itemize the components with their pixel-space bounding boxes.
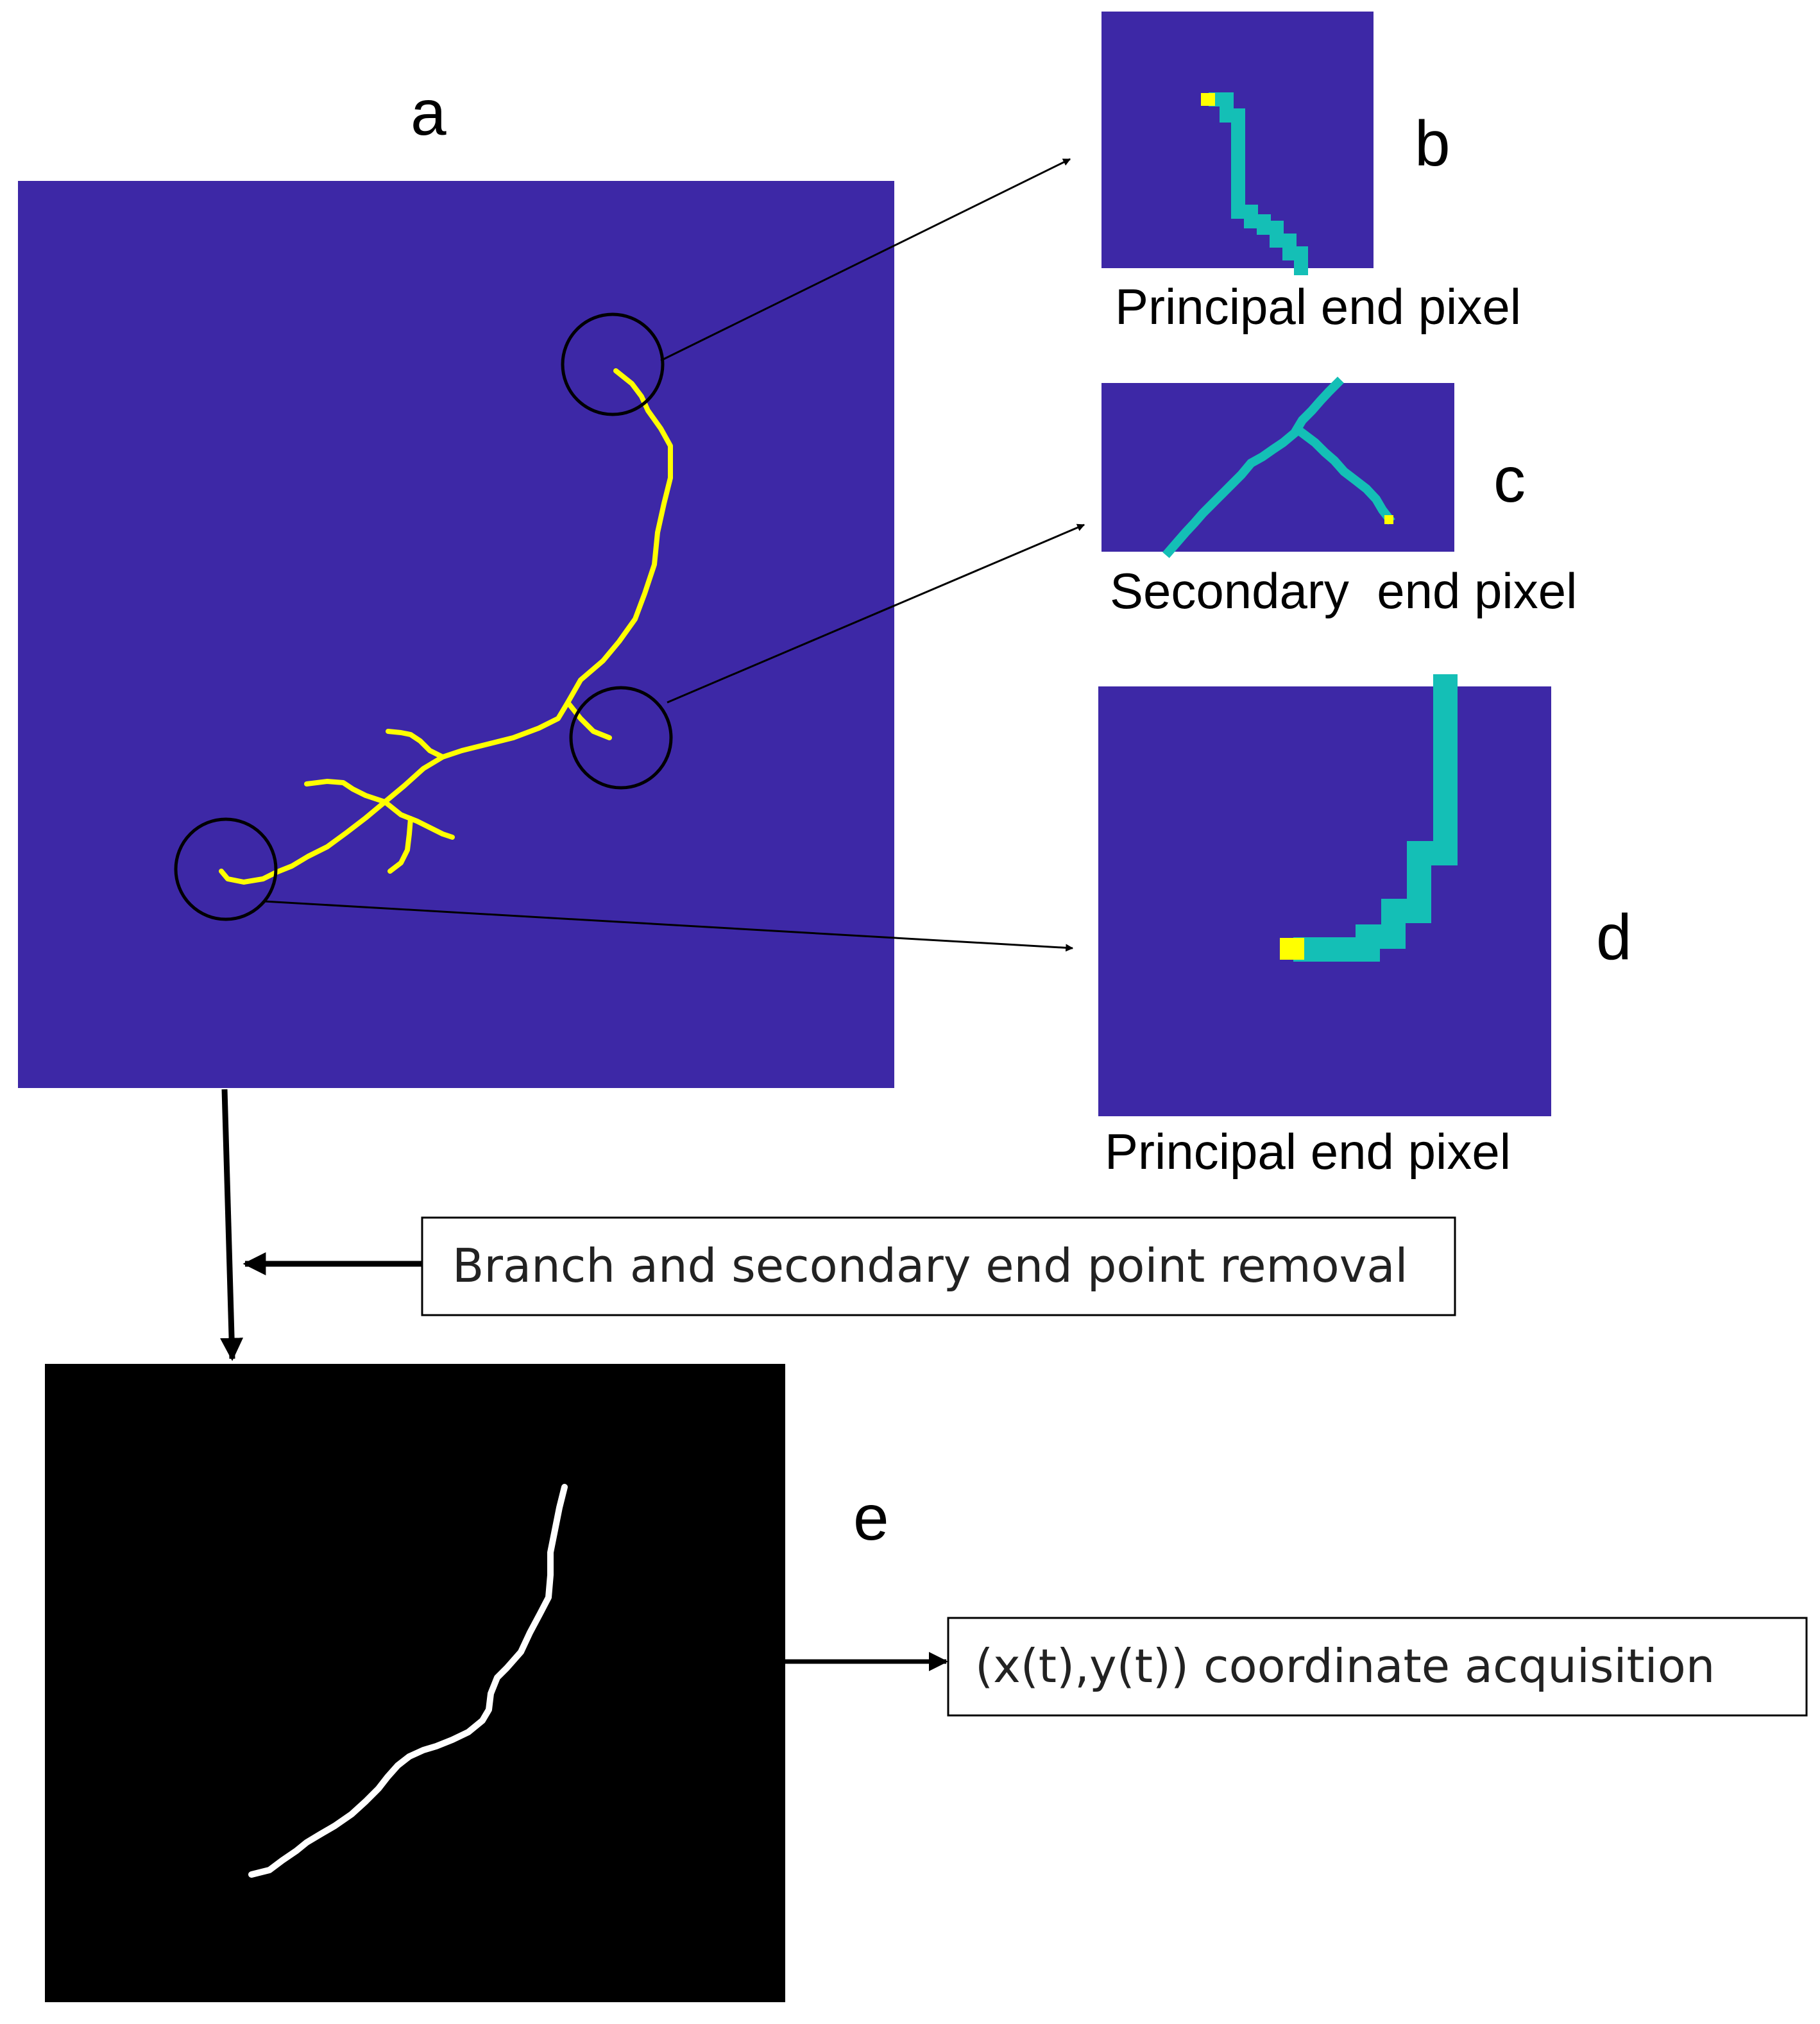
coordinate-step-frame xyxy=(947,1617,1808,1717)
panel-b-caption: Principal end pixel xyxy=(1115,278,1521,335)
skeleton-branch-lower-tail xyxy=(387,816,413,874)
removal-step-label: Branch and secondary end point removal xyxy=(452,1239,1408,1293)
panel-b-end-pixel xyxy=(1201,93,1215,106)
panel-d-background xyxy=(1098,686,1551,1116)
skeleton-branch-lower xyxy=(382,799,455,840)
coordinate-step-label: (x(t),y(t)) coordinate acquisition xyxy=(975,1639,1715,1693)
arrow-to-panel-d xyxy=(264,900,1074,952)
arrow-to-panel-b xyxy=(660,158,1071,362)
panel-a-letter: a xyxy=(411,77,446,149)
panel-c-caption: Secondary end pixel xyxy=(1110,563,1577,619)
skeleton-branch-upper xyxy=(386,729,445,760)
circle-principal-end-top xyxy=(561,312,665,416)
panel-d-skeleton xyxy=(1293,674,1458,962)
panel-b-letter: b xyxy=(1415,108,1450,180)
circle-secondary-end xyxy=(569,686,673,790)
panel-b-skeleton xyxy=(1209,92,1308,275)
panel-c-end-pixel xyxy=(1384,515,1393,524)
panel-e-letter: e xyxy=(853,1482,889,1554)
panel-c-letter: c xyxy=(1493,444,1526,516)
panel-c-skeleton-diagonal xyxy=(1162,377,1344,558)
panel-b-zoom xyxy=(1101,12,1374,275)
panel-e-background xyxy=(45,1364,785,2002)
skeleton-branch-secondary xyxy=(565,700,612,740)
coordinate-step-box: (x(t),y(t)) coordinate acquisition xyxy=(947,1617,1808,1717)
removal-step-box: Branch and secondary end point removal xyxy=(421,1216,1456,1316)
panel-a-background xyxy=(18,181,894,1088)
panel-d-end-pixel xyxy=(1280,938,1304,960)
skeleton-main-path xyxy=(219,368,673,885)
panel-d-caption: Principal end pixel xyxy=(1105,1123,1511,1180)
panel-c-skeleton-branch xyxy=(1296,427,1395,525)
removal-step-frame xyxy=(421,1216,1456,1316)
circle-principal-end-bottom xyxy=(174,817,278,921)
arrow-a-to-e xyxy=(220,1089,244,1361)
panel-d-letter: d xyxy=(1596,901,1632,973)
panel-e-curve xyxy=(248,1484,568,1878)
arrow-to-panel-c xyxy=(667,523,1085,704)
panel-c-background xyxy=(1101,383,1454,552)
skeleton-branch-left xyxy=(304,779,387,804)
panel-c-zoom xyxy=(1101,377,1454,558)
panel-d-zoom xyxy=(1098,674,1551,1116)
panel-a-skeleton-image xyxy=(18,181,894,1088)
panel-e-binary-image xyxy=(45,1364,785,2002)
